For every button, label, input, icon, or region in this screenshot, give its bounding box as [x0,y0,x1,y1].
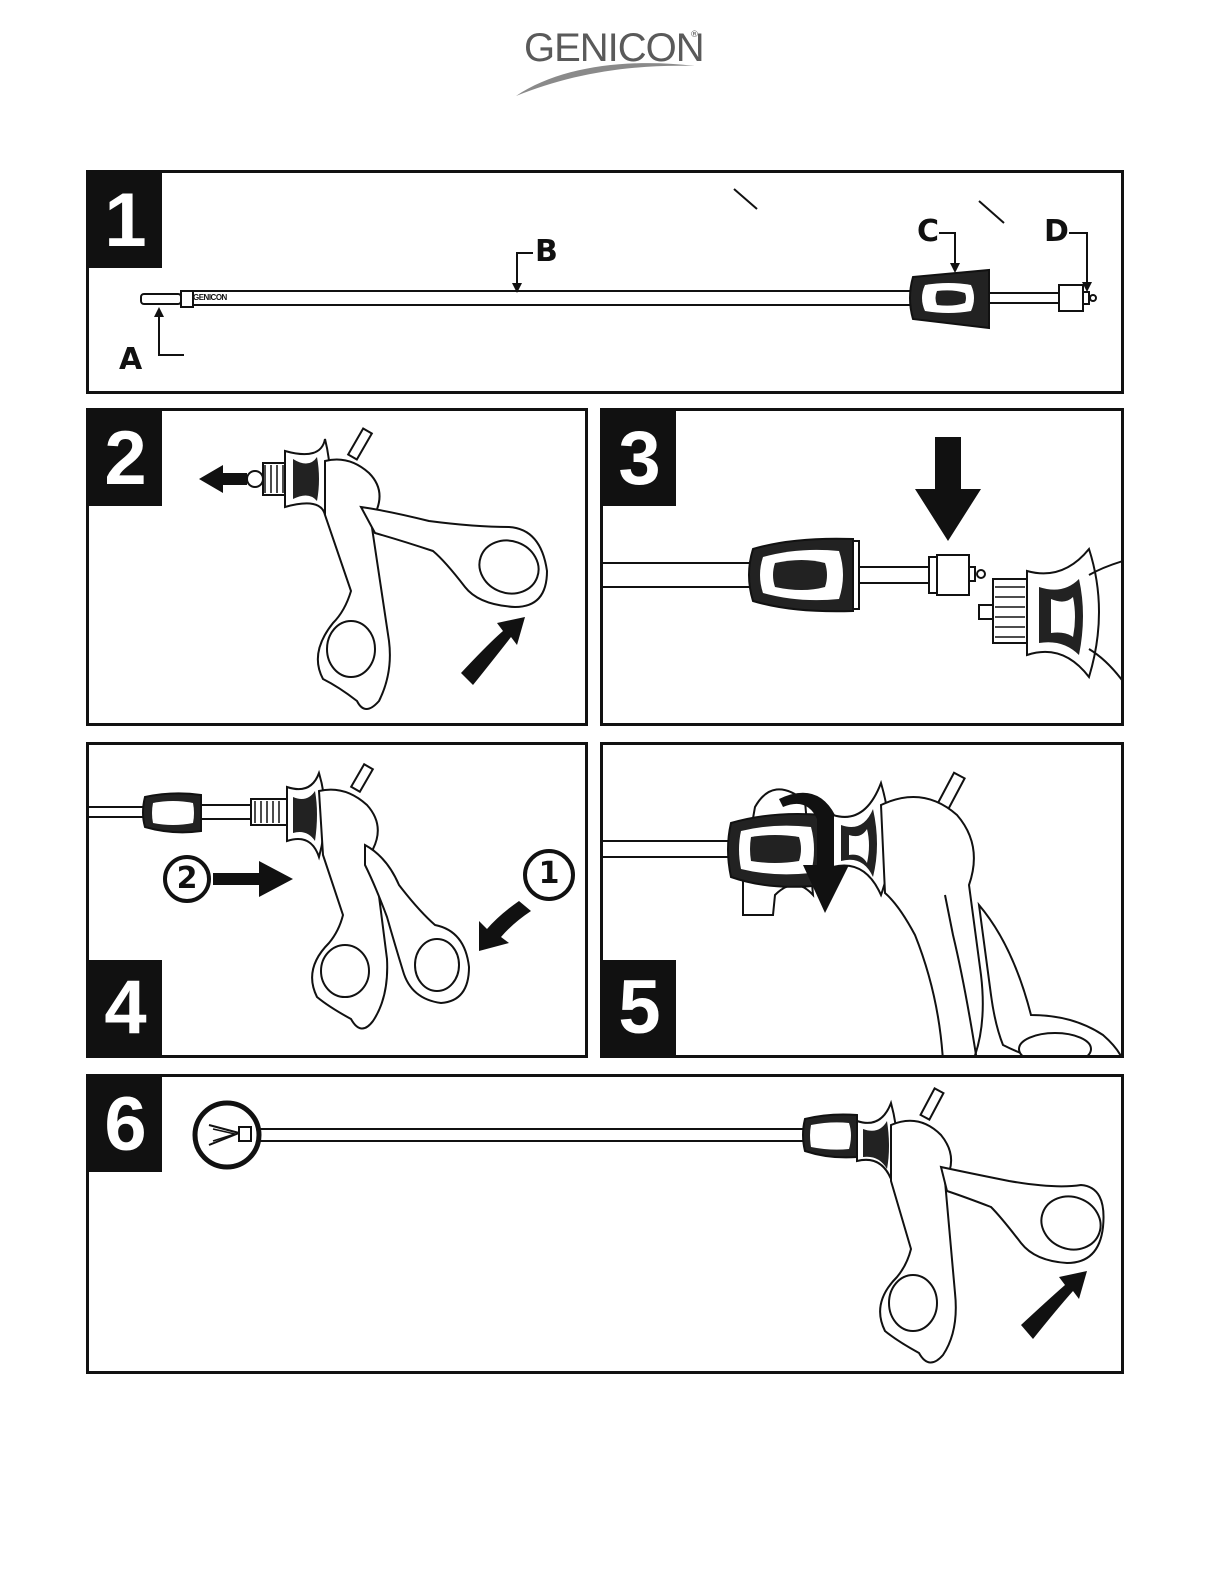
logo-wordmark: GENICON [524,26,704,71]
step-order-marker-1: 1 [537,857,561,891]
step-1-panel: 1 A B C D GENICON [86,170,1124,394]
instrument-overview-drawing [89,173,1124,394]
genicon-logo: GENICON ® [510,22,710,102]
callout-d-connector: D [1044,217,1069,247]
callout-c-rotation-knob: C [917,217,939,247]
shaft-brand-label: GENICON [193,293,227,302]
handle-release-drawing [89,411,588,726]
callout-b-shaft: B [535,237,558,267]
step-5-panel: 5 [600,742,1124,1058]
step-3-panel: 3 [600,408,1124,726]
assembled-instrument-operation-drawing [89,1077,1124,1374]
insert-connector-drawing [603,411,1124,726]
callout-a-jaw: A [119,345,142,375]
step-order-marker-2: 2 [175,862,199,896]
step-6-panel: 6 [86,1074,1124,1374]
assemble-instrument-drawing [89,745,588,1058]
rotate-knob-tighten-drawing [603,745,1124,1058]
step-2-panel: 2 [86,408,588,726]
logo-registered-mark: ® [690,30,699,40]
step-4-panel: 4 2 1 [86,742,588,1058]
